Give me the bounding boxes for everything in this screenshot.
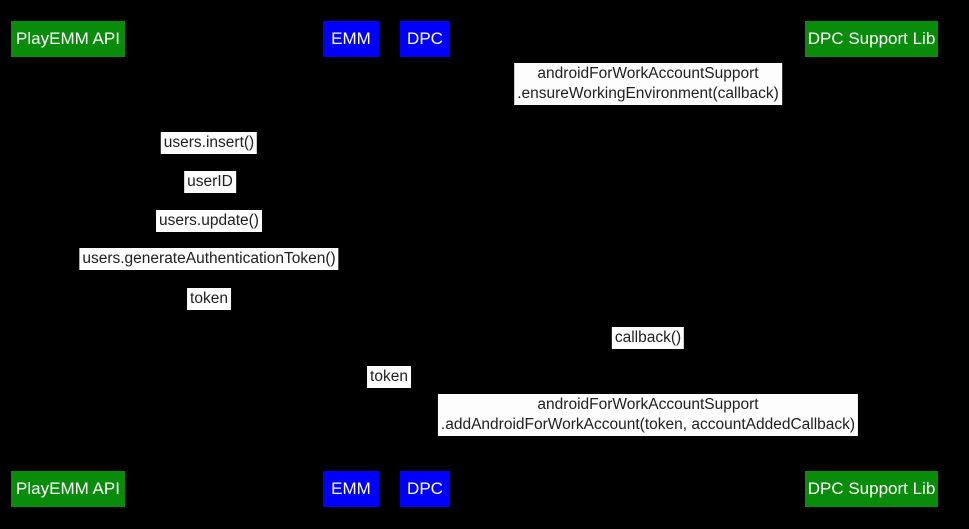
actor-label: DPC [407, 479, 443, 498]
actor-label: DPC Support Lib [807, 479, 936, 498]
message-generate-authentication-token: users.generateAuthenticationToken() [79, 248, 339, 270]
message-line: androidForWorkAccountSupport [537, 396, 759, 413]
actor-playemm-api-bottom: PlayEMM API [11, 471, 125, 507]
message-line: users.generateAuthenticationToken() [82, 250, 336, 267]
actor-playemm-api-top: PlayEMM API [11, 21, 125, 57]
message-token-forward: token [367, 366, 411, 388]
message-line: token [370, 368, 408, 385]
actor-dpc-support-lib-top: DPC Support Lib [805, 21, 938, 57]
actor-label: DPC [407, 29, 443, 48]
message-line: callback() [614, 329, 682, 346]
message-line: userID [187, 173, 233, 190]
actor-dpc-top: DPC [400, 21, 450, 57]
actor-emm-top: EMM [323, 21, 379, 57]
message-user-id: userID [184, 171, 236, 193]
actor-label: EMM [331, 29, 371, 48]
message-line: token [190, 290, 228, 307]
actor-emm-bottom: EMM [323, 471, 379, 507]
actor-dpc-support-lib-bottom: DPC Support Lib [805, 471, 938, 507]
message-line: .addAndroidForWorkAccount(token, account… [440, 416, 856, 433]
message-add-android-for-work-account: androidForWorkAccountSupport .addAndroid… [437, 394, 859, 436]
message-line: users.update() [159, 212, 259, 229]
actor-dpc-bottom: DPC [400, 471, 450, 507]
actor-label: PlayEMM API [16, 479, 120, 498]
message-token-return: token [187, 288, 231, 310]
actor-label: PlayEMM API [16, 29, 120, 48]
message-line: androidForWorkAccountSupport [537, 65, 759, 82]
message-line: .ensureWorkingEnvironment(callback) [517, 85, 779, 102]
message-line: users.insert() [163, 134, 255, 151]
message-users-insert: users.insert() [160, 132, 258, 154]
message-ensure-working-environment: androidForWorkAccountSupport .ensureWork… [514, 63, 782, 105]
actor-label: DPC Support Lib [807, 29, 936, 48]
message-users-update: users.update() [156, 210, 262, 232]
actor-label: EMM [331, 479, 371, 498]
message-callback: callback() [611, 327, 685, 349]
